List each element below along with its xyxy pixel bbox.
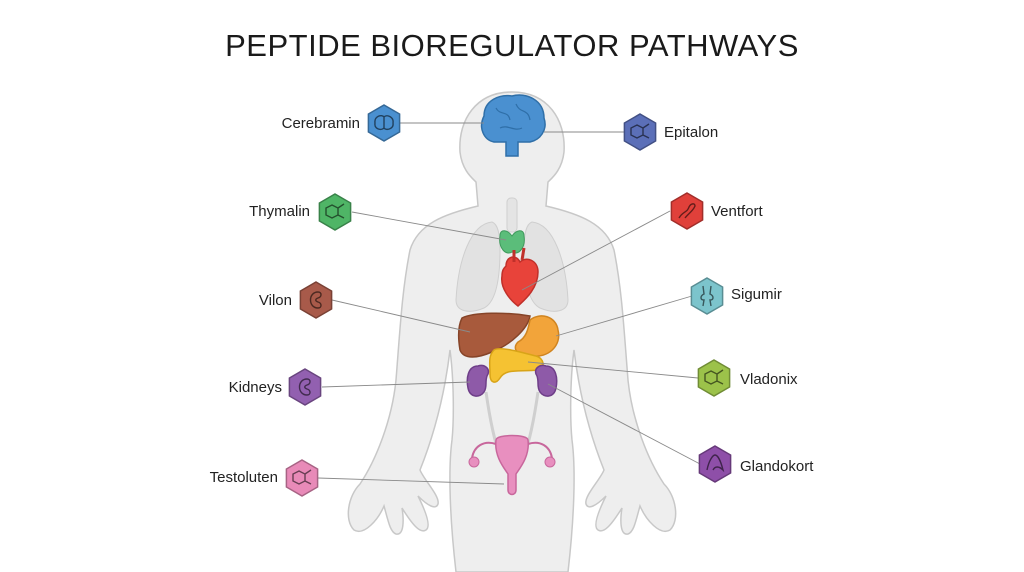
connector-vladonix	[527, 361, 699, 379]
joint-icon	[700, 285, 714, 307]
hexagon-badge	[690, 277, 724, 315]
connector-thymalin	[351, 211, 507, 241]
molecule-icon	[630, 123, 650, 139]
hexagon-badge	[623, 113, 657, 151]
node-vladonix	[697, 359, 731, 397]
node-vilon	[299, 281, 333, 319]
molecule-icon	[704, 369, 724, 385]
connector-vilon	[331, 299, 471, 333]
label-testoluten: Testoluten	[209, 469, 278, 486]
node-glandokort	[698, 445, 732, 483]
node-sigumir	[690, 277, 724, 315]
connector-ventfort	[521, 210, 671, 291]
hexagon-badge	[697, 359, 731, 397]
node-ventfort	[670, 192, 704, 230]
hexagon-badge	[318, 193, 352, 231]
label-kidneys: Kidneys	[228, 379, 282, 396]
hexagon-badge	[285, 459, 319, 497]
reproductive-organ	[468, 434, 556, 496]
connector-testoluten	[317, 477, 505, 485]
node-cerebramin	[367, 104, 401, 142]
node-thymalin	[318, 193, 352, 231]
left-kidney	[466, 364, 490, 397]
node-epitalon	[623, 113, 657, 151]
label-vilon: Vilon	[258, 292, 292, 309]
connector-sigumir	[555, 295, 693, 337]
heart-organ	[501, 247, 539, 307]
kidney-icon	[298, 378, 311, 396]
brain-organ	[480, 94, 546, 157]
vessel-icon	[678, 203, 696, 219]
brain-icon	[374, 114, 394, 131]
label-vladonix: Vladonix	[740, 371, 798, 388]
hexagon-badge	[698, 445, 732, 483]
molecule-icon	[325, 203, 345, 219]
trachea	[506, 197, 518, 233]
connector-glandokort	[547, 383, 701, 465]
node-testoluten	[285, 459, 319, 497]
node-kidneys	[288, 368, 322, 406]
thyroid-organ	[499, 230, 525, 254]
kidney-bean-icon	[309, 291, 322, 309]
right-kidney	[534, 364, 558, 397]
label-cerebramin: Cerebramin	[281, 115, 360, 132]
label-thymalin: Thymalin	[249, 203, 310, 220]
gland-icon	[706, 454, 725, 473]
label-sigumir: Sigumir	[731, 286, 782, 303]
connector-kidneys	[321, 381, 471, 388]
label-glandokort: Glandokort	[740, 458, 814, 475]
label-ventfort: Ventfort	[711, 203, 763, 220]
pancreas-organ	[488, 347, 544, 383]
connector-lines	[317, 122, 701, 485]
page-title: PEPTIDE BIOREGULATOR PATHWAYS	[225, 28, 799, 63]
label-epitalon: Epitalon	[664, 124, 719, 141]
molecule-icon	[292, 469, 312, 485]
